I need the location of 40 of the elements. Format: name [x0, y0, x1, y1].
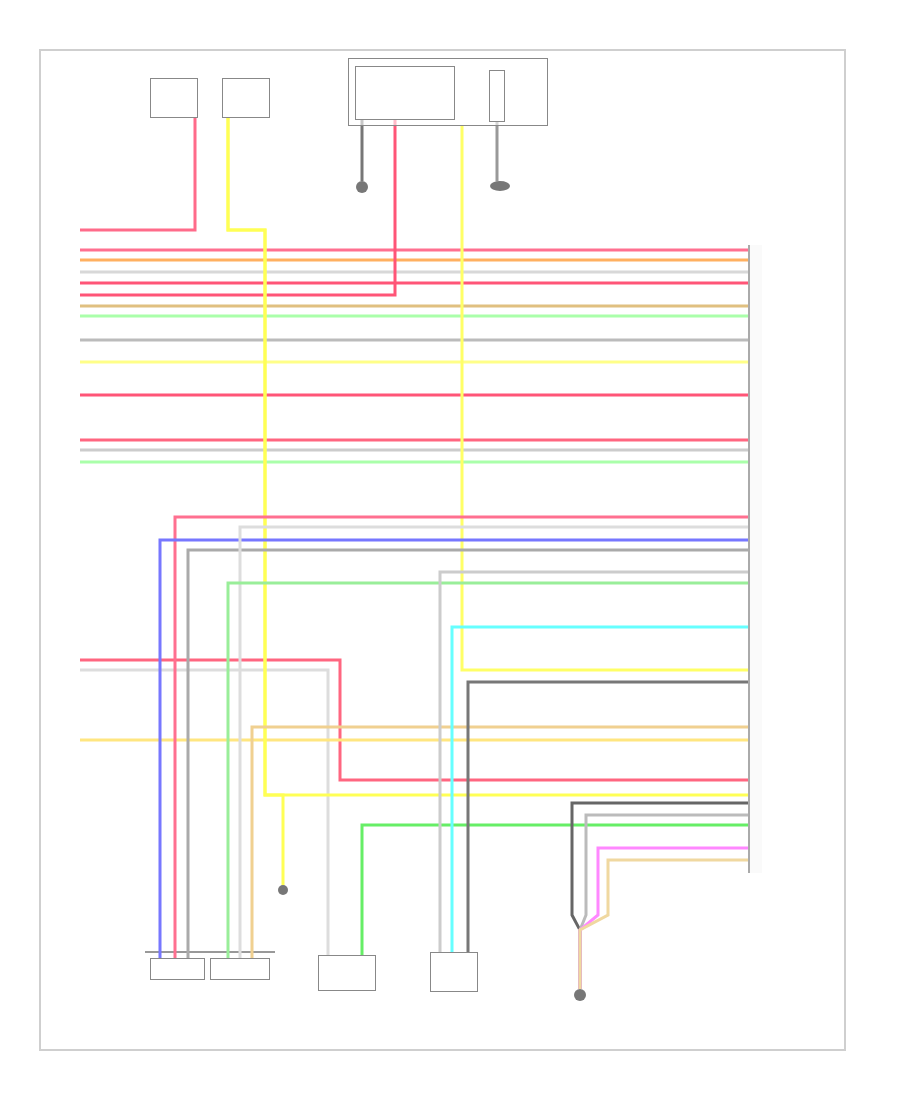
component-box	[210, 958, 270, 980]
ground-point	[278, 885, 288, 895]
wire	[80, 438, 748, 442]
wire	[250, 725, 748, 958]
wire	[360, 823, 748, 955]
wire	[80, 314, 748, 318]
wire	[226, 118, 285, 885]
ground-point	[356, 181, 368, 193]
wire	[80, 248, 748, 252]
wire	[80, 460, 748, 464]
component-box	[150, 958, 205, 980]
ground-point	[574, 989, 586, 1001]
wire	[466, 680, 748, 952]
component-box	[318, 955, 376, 991]
component-box	[348, 58, 548, 126]
component-box	[355, 66, 455, 120]
wire	[80, 448, 748, 452]
wire	[360, 120, 364, 181]
wire	[460, 126, 748, 672]
component-box	[150, 78, 198, 118]
wire	[80, 258, 748, 262]
wire	[80, 118, 197, 232]
wire	[80, 360, 748, 364]
wire	[80, 738, 748, 742]
wire	[495, 122, 499, 181]
wire	[450, 625, 748, 952]
connector-strip	[748, 245, 762, 873]
wire	[80, 270, 748, 274]
component-box	[222, 78, 270, 118]
wire	[80, 120, 397, 297]
ground-point	[490, 181, 510, 191]
wire	[80, 658, 748, 782]
wire	[80, 338, 748, 342]
component-box	[489, 70, 505, 122]
component-box	[430, 952, 478, 992]
wire	[80, 668, 330, 955]
wire	[80, 304, 748, 308]
wire	[80, 281, 748, 285]
wire	[80, 393, 748, 397]
wire	[438, 570, 748, 952]
